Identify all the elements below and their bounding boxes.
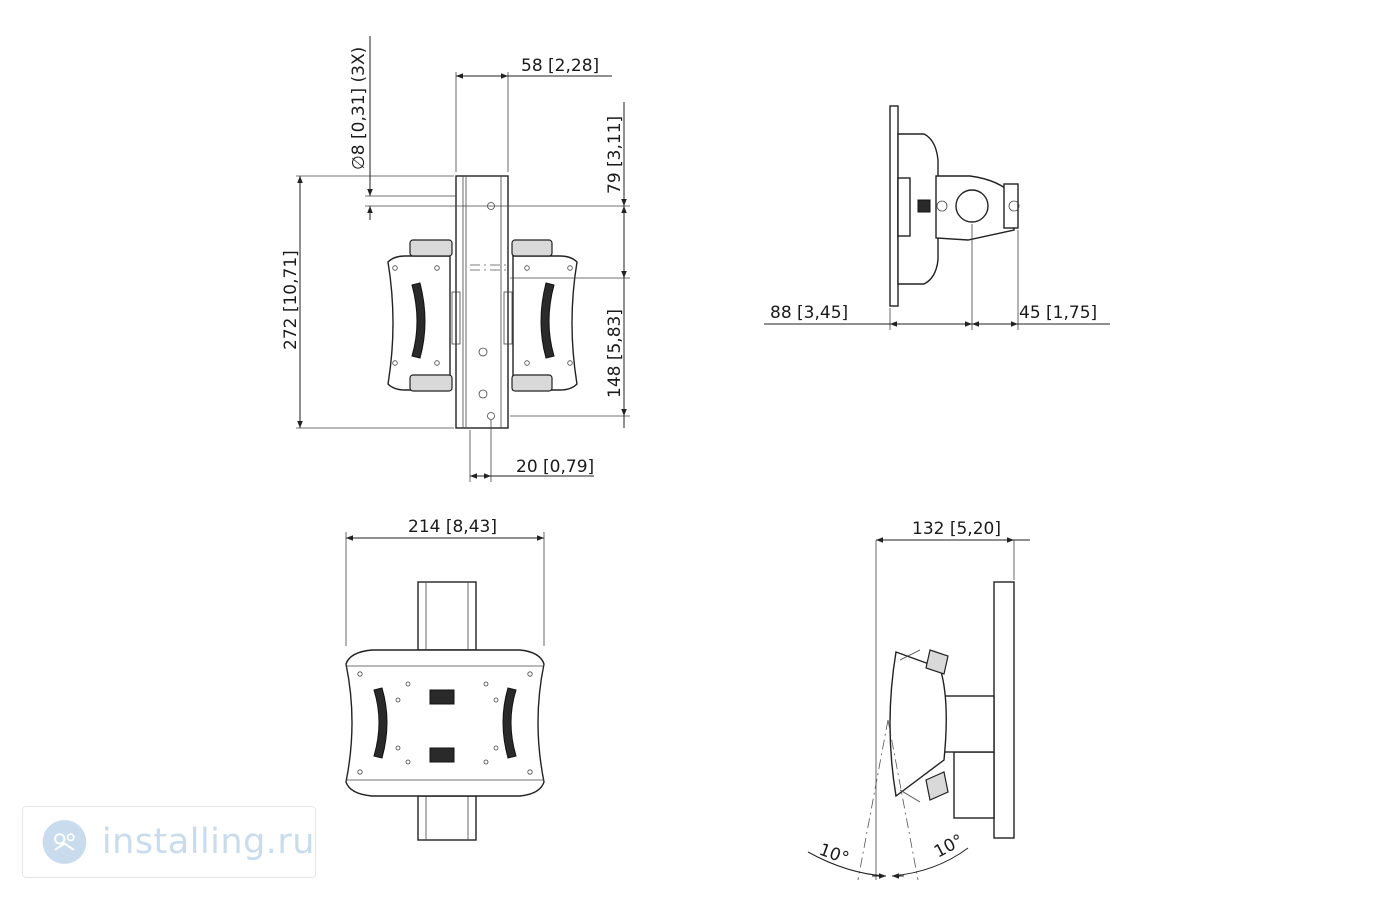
watermark-text: installing.ru bbox=[101, 822, 315, 862]
dim-88: 88 [3,45] bbox=[770, 303, 848, 323]
front-view: 58 [2,28] ∅8 [0,31] (3X) 79 [3,11] 272 [… bbox=[281, 36, 630, 482]
dim-tilt-left: 10° bbox=[816, 840, 851, 869]
dim-272: 272 [10,71] bbox=[281, 250, 301, 350]
dim-tilt-right: 10° bbox=[931, 831, 967, 863]
dim-hole: ∅8 [0,31] (3X) bbox=[349, 47, 369, 170]
installing-logo-icon bbox=[42, 820, 87, 864]
watermark: installing.ru bbox=[22, 806, 316, 878]
side-view-tilt: 132 [5,20] 10° 10° bbox=[807, 519, 1030, 881]
side-view-top: 88 [3,45] 45 [1,75] bbox=[764, 105, 1110, 330]
dim-214: 214 [8,43] bbox=[408, 517, 497, 537]
dim-132: 132 [5,20] bbox=[912, 519, 1001, 539]
top-view: 214 [8,43] bbox=[345, 517, 545, 841]
dim-58: 58 [2,28] bbox=[521, 56, 599, 76]
dim-148: 148 [5,83] bbox=[605, 309, 625, 398]
dim-79: 79 [3,11] bbox=[605, 116, 625, 194]
dim-20: 20 [0,79] bbox=[516, 457, 594, 477]
dim-45: 45 [1,75] bbox=[1019, 303, 1097, 323]
